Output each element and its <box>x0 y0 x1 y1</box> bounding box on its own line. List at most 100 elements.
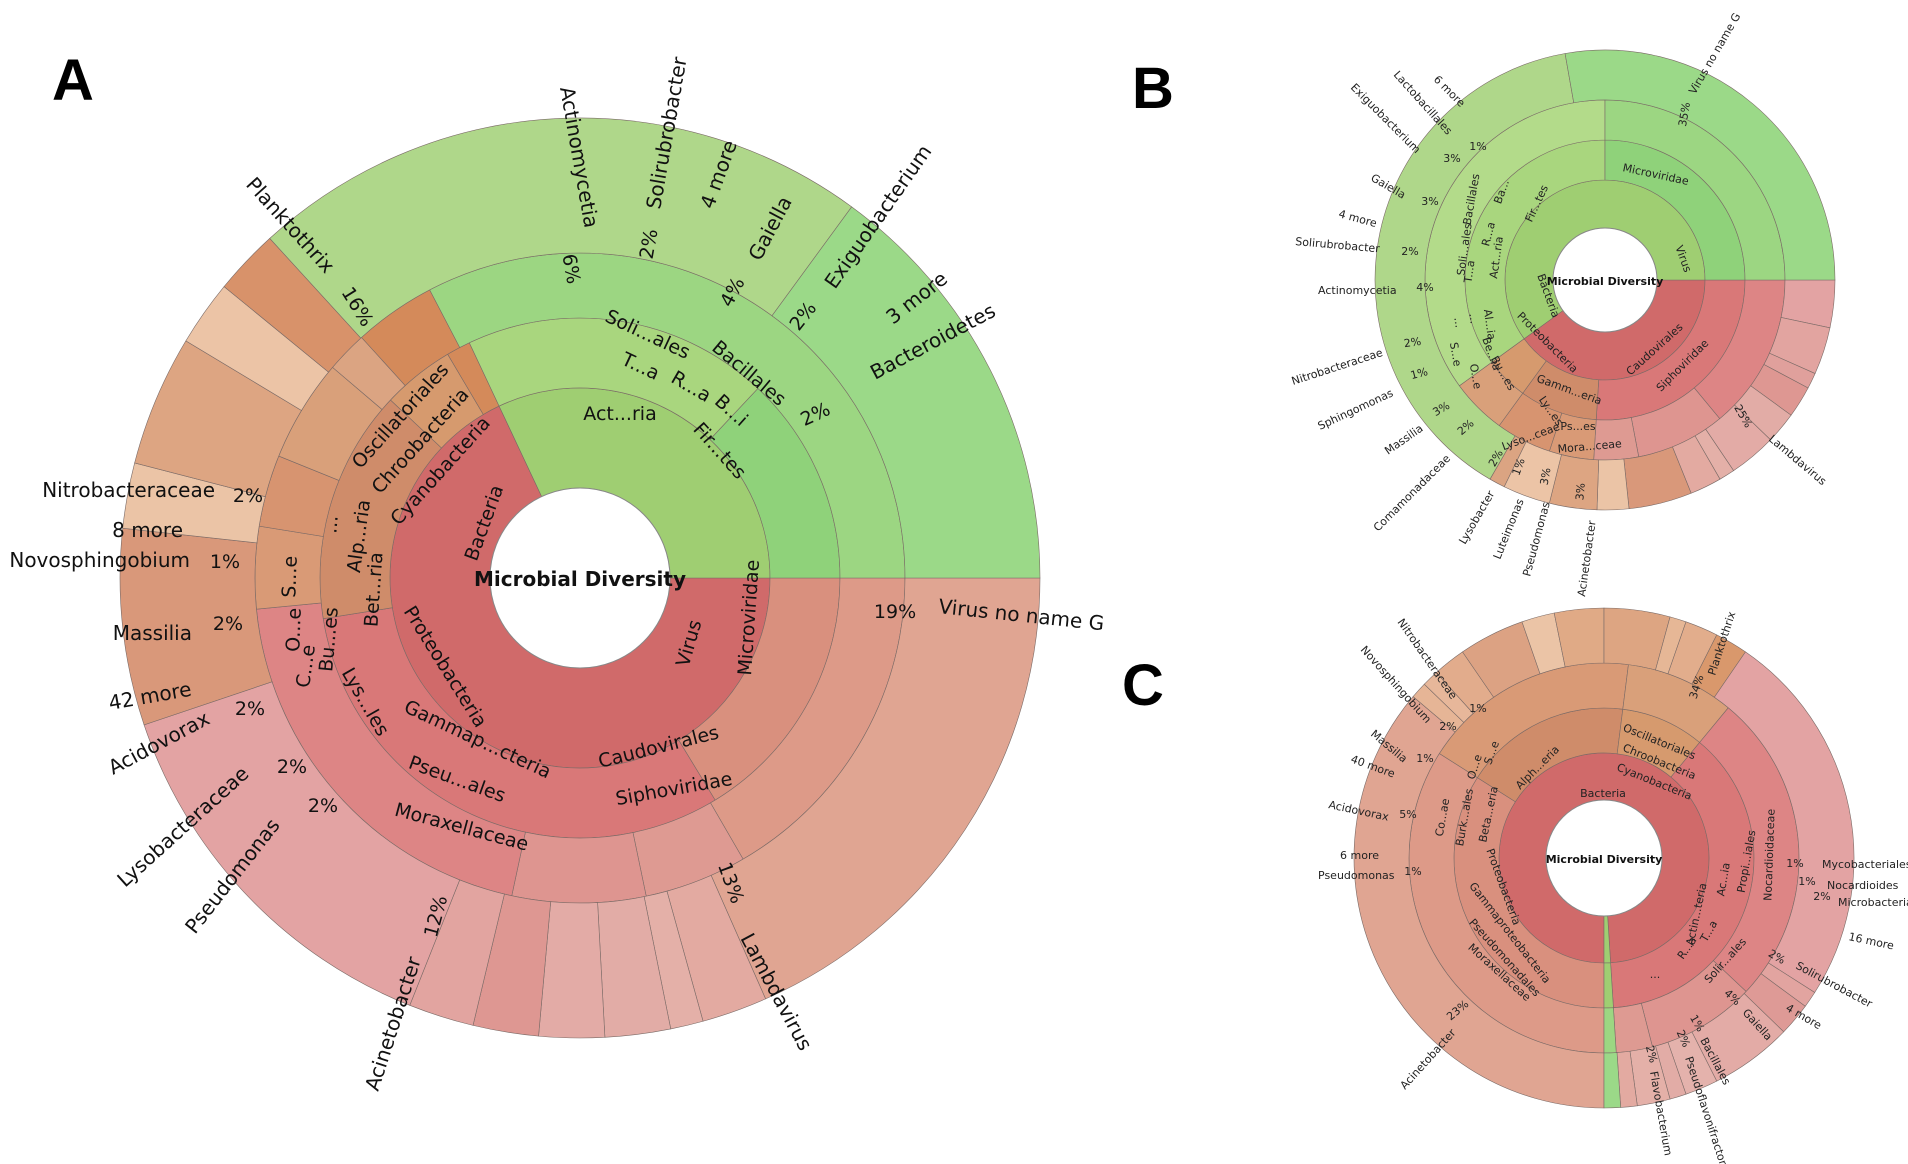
pct: 1% <box>1404 865 1421 878</box>
outer-label: Actinomycetia <box>1318 284 1397 297</box>
panel-b-pct-labels: 3% 3% 1% 2% 2% 3% 1% 2% 4% 2% 3% 3% 1% 3… <box>1401 101 1755 501</box>
panel-b-center-label: Microbial Diversity <box>1547 275 1664 288</box>
label: Mora...ceae <box>1557 437 1622 456</box>
label: Act...ria <box>1487 236 1506 280</box>
panel-label-a: A <box>52 48 94 113</box>
wedge-acinetobacter <box>143 681 461 1006</box>
label: Al...ia <box>1481 308 1498 340</box>
outer-label: Pseudomonas <box>1318 869 1395 882</box>
pct: 2% <box>636 227 663 261</box>
wedge-lambdavirus <box>771 206 1041 579</box>
wedge-virus-no-name-g <box>269 117 853 339</box>
label: Ps...es <box>1560 420 1595 433</box>
wedge-solirubrobacter <box>1596 458 1630 511</box>
pct: 3% <box>1421 195 1438 208</box>
label: Ac...ia <box>1714 862 1733 897</box>
pct: 2% <box>233 485 263 507</box>
pct: 3% <box>1443 152 1460 165</box>
pct: 3% <box>1538 467 1554 486</box>
wedge-segment <box>1603 1052 1622 1109</box>
label: O...e <box>1467 363 1484 391</box>
outer-label: Massilia <box>113 621 192 645</box>
label: Bet...ria <box>360 551 387 627</box>
label: ... <box>319 514 342 534</box>
outer-label: Microbacteriaceae <box>1838 896 1908 909</box>
label: Nocardioidaceae <box>1761 808 1777 901</box>
panel-c-center-label: Microbial Diversity <box>1546 853 1663 866</box>
wedge-acinetobacter <box>1713 651 1855 993</box>
pct: 2% <box>308 795 338 817</box>
outer-label: Lambdavirus <box>1766 432 1829 488</box>
label: O...e <box>282 607 306 652</box>
pct: 2% <box>1401 245 1418 258</box>
outer-label: Nocardioides <box>1827 879 1899 892</box>
wedge-bet-ria <box>511 831 647 904</box>
pct: 1% <box>1469 702 1486 715</box>
sunburst-panel-a: Microbial Diversity Oscillatoriales Chro… <box>9 54 1105 1093</box>
pct: 2% <box>235 698 265 720</box>
pct: 3% <box>1573 482 1587 501</box>
pct: 1% <box>1416 752 1433 765</box>
pct: 1% <box>1798 875 1815 888</box>
outer-label: 6 more <box>1431 73 1468 110</box>
pct: 2% <box>277 756 307 778</box>
label: Bacteria <box>1580 787 1626 800</box>
wedge-planktothrix <box>1353 696 1605 1109</box>
outer-label: Luteimonas <box>1491 497 1527 561</box>
label: ... <box>1466 312 1480 324</box>
pct: 6% <box>557 252 584 286</box>
panel-a-center-label: Microbial Diversity <box>474 567 686 591</box>
outer-label: Nitrobacteraceae <box>42 478 215 502</box>
pct: 4% <box>1416 281 1433 294</box>
panel-label-b: B <box>1132 56 1174 121</box>
pct: 2% <box>1643 1044 1660 1064</box>
outer-label: 8 more <box>112 518 183 542</box>
pct: 35% <box>1676 101 1693 127</box>
label: Act...ria <box>583 403 656 425</box>
label: R...a <box>1479 221 1498 248</box>
wedge-planktothrix <box>710 577 1041 1000</box>
pct: 2% <box>1439 720 1456 733</box>
outer-label: Mycobacteriales <box>1822 858 1908 871</box>
pct: 1% <box>1469 140 1486 153</box>
pct: 1% <box>210 551 240 573</box>
pct: 19% <box>874 601 916 623</box>
pct: 2% <box>1403 335 1422 350</box>
label: T...a <box>1461 259 1477 284</box>
pct: 1% <box>1409 365 1429 382</box>
outer-label: Pseudomonas <box>1520 500 1552 578</box>
wedge-virus-no-name-g <box>1374 53 1575 480</box>
outer-label: Lysobacter <box>1456 488 1497 546</box>
outer-label: Nitrobacteraceae <box>1290 346 1385 388</box>
label: S...e <box>1447 341 1464 367</box>
pct: 1% <box>1786 857 1803 870</box>
pct: 5% <box>1399 808 1416 821</box>
panel-a-center-hole <box>489 487 671 669</box>
outer-label: Massilia <box>1382 422 1425 458</box>
pct: 2% <box>1813 890 1830 903</box>
panel-a-wedges <box>119 117 1041 1039</box>
outer-label: Solirubrobacter <box>1295 235 1381 255</box>
pct: 1% <box>1510 456 1528 477</box>
outer-label: 4 more <box>1337 207 1378 230</box>
sunburst-panel-c: Microbial Diversity Oscillatoriales Chro… <box>1318 607 1908 1164</box>
label: S...e <box>278 555 301 598</box>
outer-label: Comamonadaceae <box>1371 452 1453 534</box>
outer-label: Sphingomonas <box>1316 386 1396 432</box>
panel-c-center-hole <box>1545 799 1663 917</box>
outer-label: Novosphingobium <box>9 548 190 572</box>
pct: 2% <box>213 613 243 635</box>
sunburst-panel-b: Microbial Diversity Microviridae Virus C… <box>1290 11 1836 597</box>
wedge-lambdavirus <box>1564 49 1836 281</box>
panel-c-wedges <box>1353 607 1855 1109</box>
panel-label-c: C <box>1122 653 1164 718</box>
panel-b-wedges <box>1374 49 1836 511</box>
panel-b-center-hole <box>1552 227 1658 333</box>
outer-label: 6 more <box>1340 849 1379 862</box>
label: ... <box>1451 316 1465 328</box>
outer-label: Acinetobacter <box>1575 519 1599 597</box>
panel-c-pct-labels: 34% 1% 1% 2% 2% 4% 1% 2% 2% 23% 1% 5% 1%… <box>1399 673 1830 1064</box>
outer-label: 16 more <box>1847 930 1895 952</box>
label: ... <box>1650 968 1661 981</box>
